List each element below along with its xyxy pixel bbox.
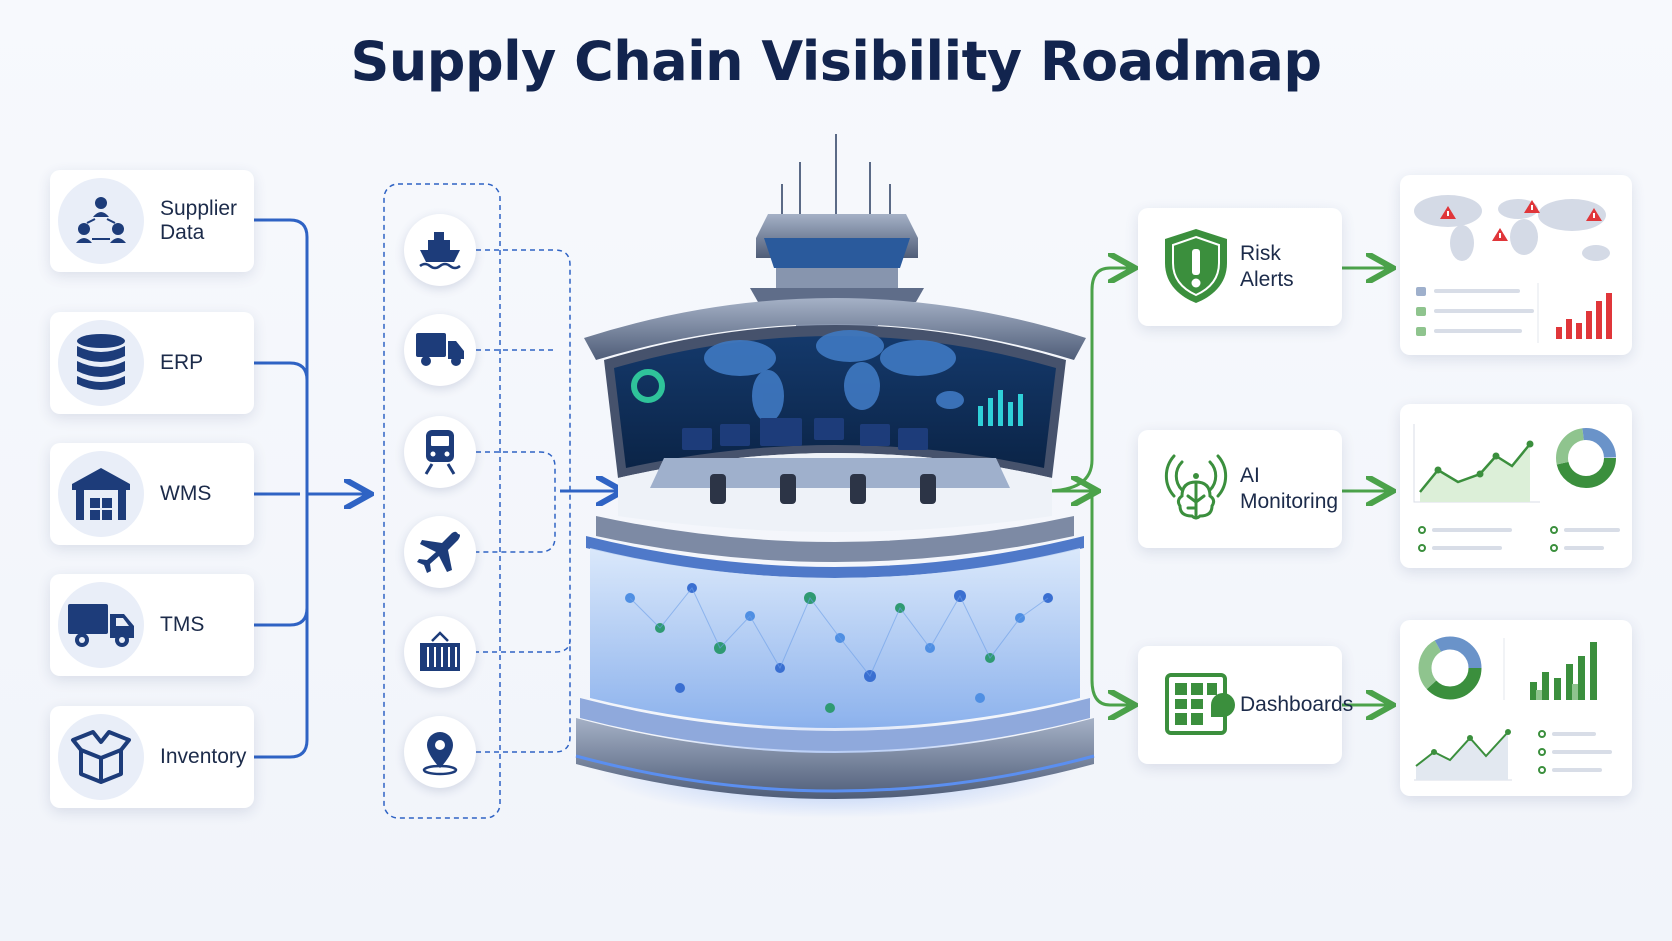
location-pin-icon [422,732,458,776]
output-card-ai-monitoring[interactable]: AI Monitoring [1138,430,1342,548]
ship-icon [419,232,461,270]
ai-brain-icon [1156,448,1236,528]
output-label-line2: Alerts [1240,268,1294,291]
source-label: WMS [160,482,212,505]
warehouse-icon [58,451,144,537]
dashboards-panel [1400,620,1632,796]
mode-ship[interactable] [404,214,476,286]
source-card-erp[interactable]: ERP [50,312,254,414]
train-icon [424,430,456,475]
source-label-line1: Supplier [160,197,238,220]
output-label: Dashboards [1240,693,1354,716]
open-box-icon [58,714,144,800]
truck-icon [416,333,464,366]
source-card-inventory[interactable]: Inventory [50,706,254,808]
shield-alert-icon [1156,226,1236,306]
source-label: Inventory [160,745,247,768]
dashboard-thumbnail [1414,636,1612,781]
database-icon [58,320,144,406]
container-icon [420,631,460,671]
control-tower-hub [575,134,1095,818]
mode-airplane[interactable] [404,516,476,588]
truck-icon [58,582,144,668]
mode-location[interactable] [404,716,476,788]
output-card-dashboards[interactable]: Dashboards [1138,646,1353,764]
mode-truck[interactable] [404,314,476,386]
airplane-icon [417,531,460,573]
ai-monitoring-panel [1400,404,1632,568]
source-card-tms[interactable]: TMS [50,574,254,676]
monitoring-chart-thumbnail [1413,424,1620,552]
mode-container[interactable] [404,616,476,688]
output-label-line2: Monitoring [1240,490,1339,513]
source-label: ERP [160,351,204,374]
dashboard-grid-icon [1156,664,1236,744]
world-map-thumbnail [1414,195,1612,343]
output-label-line1: AI [1240,464,1260,487]
page-title: Supply Chain Visibility Roadmap [350,30,1322,93]
risk-map-panel [1400,175,1632,355]
source-label: TMS [160,613,205,636]
source-label-line2: Data [160,221,205,244]
mode-train[interactable] [404,416,476,488]
output-label-line1: Risk [1240,242,1281,265]
source-card-wms[interactable]: WMS [50,443,254,545]
supplier-network-icon [58,178,144,264]
